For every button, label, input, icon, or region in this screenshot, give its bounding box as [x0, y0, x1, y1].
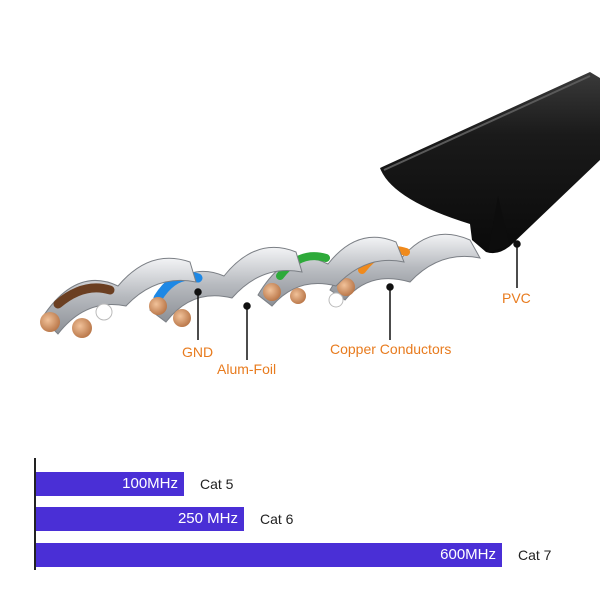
chart-axis [34, 458, 36, 570]
twisted-pairs [40, 233, 481, 338]
bar-category-label: Cat 6 [260, 511, 294, 527]
callout-pvc: PVC [502, 290, 531, 306]
bar-category-label: Cat 5 [200, 476, 234, 492]
callout-gnd: GND [182, 344, 214, 360]
bar-value-label: 250 MHz [177, 510, 238, 527]
bar-cat-5: 100MHz [36, 472, 184, 496]
pair-brown [40, 257, 197, 338]
bar-value-label: 600MHz [440, 546, 496, 563]
bar-value-label: 100MHz [122, 475, 178, 492]
bar-cat-6: 250 MHz [36, 507, 244, 531]
callout-copper-conductors: Copper Conductors [330, 341, 452, 357]
cable-illustration [40, 72, 600, 360]
callout-lines [194, 240, 521, 360]
callout-alum-foil: Alum-Foil [217, 361, 277, 377]
bar-cat-7: 600MHz [36, 543, 502, 567]
pair-green [257, 236, 405, 307]
pvc-jacket [380, 72, 600, 254]
bar-category-label: Cat 7 [518, 547, 552, 563]
